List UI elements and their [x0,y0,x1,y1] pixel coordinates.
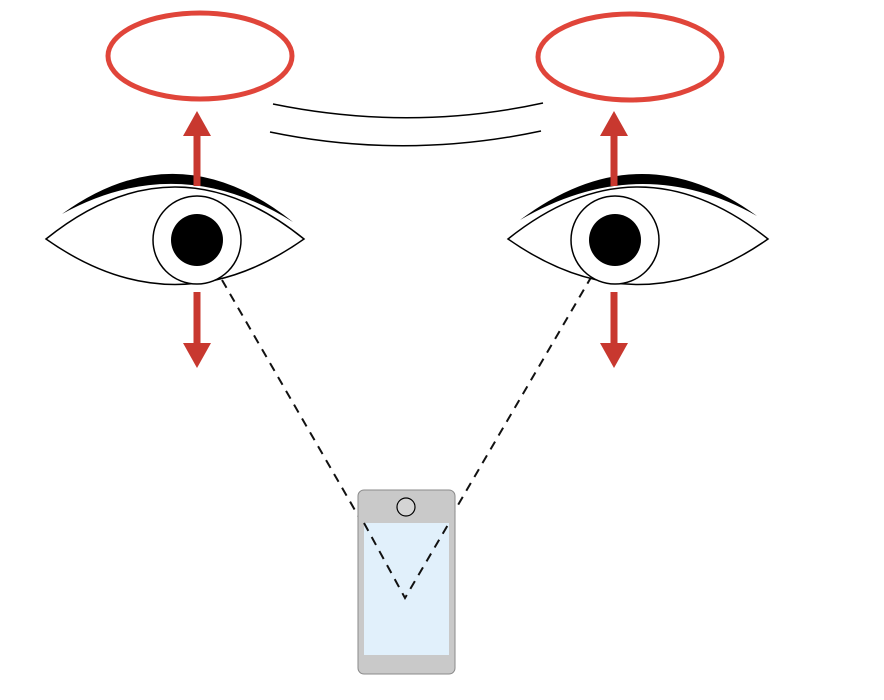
brow-line-upper [272,102,544,119]
arrow-down-shaft [193,292,201,346]
pupil-icon [171,214,223,266]
eye-left [44,111,306,368]
brow-line-icon [269,102,544,147]
arrow-up-head [600,111,628,136]
sight-line-left [221,279,406,599]
brow-line-lower [269,130,542,147]
target-ellipse-right [535,11,725,103]
eye-right [506,111,770,368]
target-ellipse-left [105,10,295,102]
sight-line-screen [363,522,450,601]
arrow-up-icon [600,111,628,186]
eye-icon [44,173,306,286]
arrow-up-shaft [610,132,618,186]
smartphone-icon [357,489,456,675]
arrow-up-icon [183,111,211,186]
phone-screen [364,523,449,655]
eye-icon [506,173,770,286]
arrow-up-head [183,111,211,136]
front-camera-icon [396,497,416,517]
arrow-up-shaft [193,132,201,186]
arrow-down-head [183,343,211,368]
pupil-icon [589,214,641,266]
arrow-down-icon [183,292,211,368]
eyelid-crease [62,173,293,222]
arrow-down-icon [600,292,628,368]
arrow-down-shaft [610,292,618,346]
arrow-down-head [600,343,628,368]
eyelid-crease [520,173,757,220]
